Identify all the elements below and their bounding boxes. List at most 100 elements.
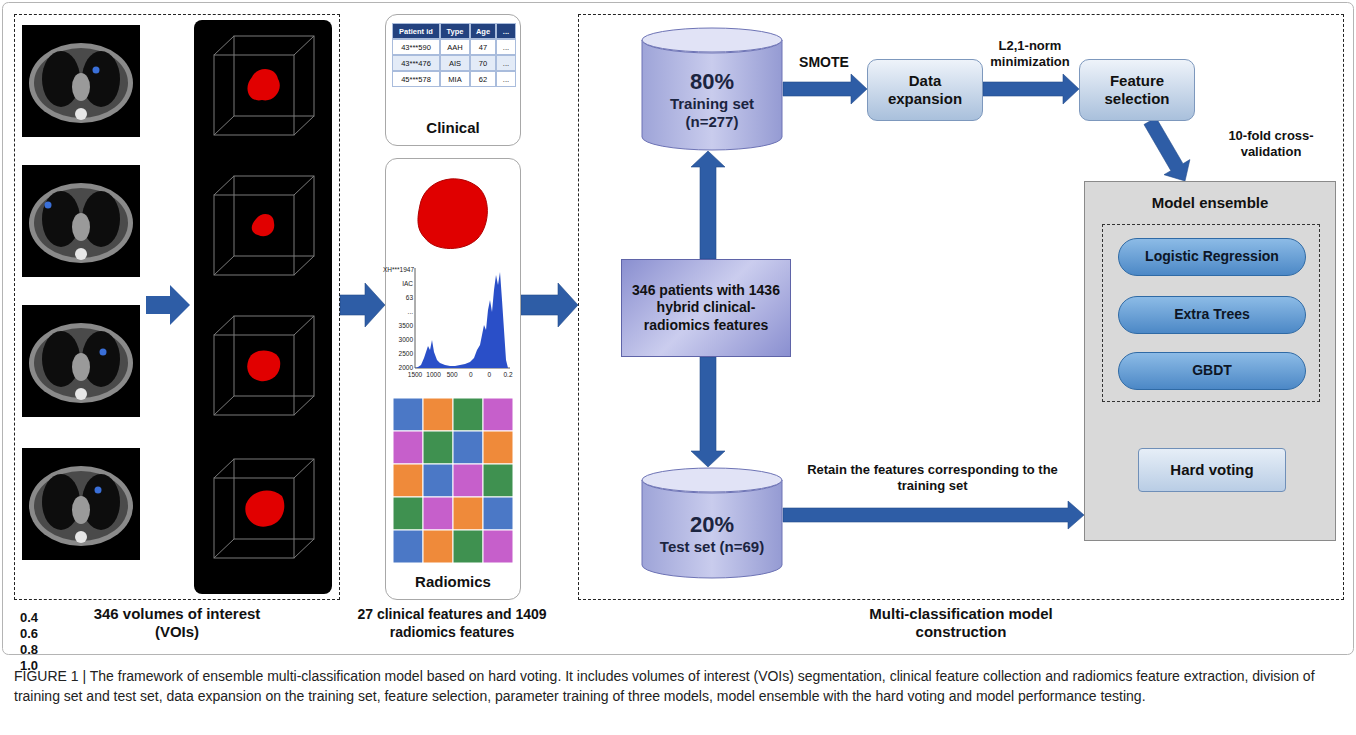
edge-label: SMOTE <box>782 54 866 72</box>
grid-cell <box>393 398 423 431</box>
table-cell: 62 <box>470 71 496 87</box>
node-text: 80% <box>690 69 734 95</box>
node-text: Hard voting <box>1170 461 1253 479</box>
process-box: Data expansion <box>867 59 983 121</box>
grid-cell <box>423 464 453 497</box>
edge-label: Retain the features corresponding to the… <box>805 462 1060 495</box>
voi-cube <box>214 316 314 415</box>
shape-feature-lesion <box>418 179 487 249</box>
grid-cell <box>453 530 483 563</box>
node-text: Data expansion <box>880 72 970 108</box>
table-cell: AAH <box>440 39 470 55</box>
note-label: 1.0 <box>20 658 38 674</box>
model-pill: Extra Trees <box>1118 296 1306 334</box>
nodule-mark <box>95 487 102 494</box>
ct-slice <box>22 305 140 417</box>
node-text: GBDT <box>1192 362 1232 380</box>
voi-lesion <box>245 490 284 526</box>
table-cell: Age <box>470 23 496 39</box>
grid-cell <box>393 497 423 530</box>
axis-tick-label: ... <box>383 308 413 316</box>
ct-slice <box>22 448 140 560</box>
node-text: Model ensemble <box>1085 182 1335 212</box>
database-cylinder: 20%Test set (n=69) <box>641 467 783 579</box>
grid-cell <box>453 497 483 530</box>
clinical-panel: ClinicalPatient idTypeAge...43***590AAH4… <box>385 14 521 146</box>
axis-tick-label: 63 <box>383 294 413 302</box>
table-cell: AIS <box>440 55 470 71</box>
model-pill: Logistic Regression <box>1118 238 1306 276</box>
model-pill: GBDT <box>1118 352 1306 390</box>
block-arrow-connector <box>1144 118 1190 182</box>
voi-lesion <box>247 69 279 100</box>
axis-tick-label: 2500 <box>383 350 413 358</box>
axis-tick-label: 0 <box>479 371 499 379</box>
dashed-region: Multi-classification model construction8… <box>578 14 1344 600</box>
grid-cell <box>483 464 513 497</box>
grid-cell <box>393 530 423 563</box>
edge-label: 10-fold cross-validation <box>1212 128 1330 161</box>
note-label: 0.8 <box>20 642 38 658</box>
axis-tick-label: 3500 <box>383 322 413 330</box>
block-arrow-connector <box>783 501 1084 529</box>
voi-cube <box>214 459 314 558</box>
axis-tick-label: IAC <box>383 280 413 288</box>
dashed-region: 346 volumes of interest (VOIs) <box>14 14 340 600</box>
axis-tick-label: XH***1947 <box>383 266 413 274</box>
voi-panel <box>194 20 332 594</box>
table-cell: ... <box>496 23 516 39</box>
cylinder-body <box>642 480 782 578</box>
figure-border <box>3 3 1354 655</box>
process-box: Hard voting <box>1138 448 1286 492</box>
table-cell: ... <box>496 39 516 55</box>
grid-cell <box>453 431 483 464</box>
note-label: 0.6 <box>20 626 38 642</box>
nodule-mark <box>100 349 107 356</box>
grid-cell <box>453 464 483 497</box>
grid-cell <box>423 431 453 464</box>
grid-cell <box>483 398 513 431</box>
process-box: 346 patients with 1436 hybrid clinical-r… <box>621 259 791 357</box>
table-cell: 43***590 <box>392 39 440 55</box>
block-arrow-connector <box>691 357 725 467</box>
data-table: Patient idTypeAge...43***590AAH47...43**… <box>392 23 516 87</box>
axis-tick-label: 0 <box>461 371 481 379</box>
histogram-axes <box>415 268 510 368</box>
voi-lesion <box>247 351 280 382</box>
node-text: Radiomics <box>386 573 520 591</box>
node-text: 20% <box>690 512 734 538</box>
node-text: Extra Trees <box>1174 306 1250 324</box>
axis-tick-label: 2000 <box>383 364 413 372</box>
table-cell: 43***476 <box>392 55 440 71</box>
grid-cell <box>483 497 513 530</box>
voi-cube <box>214 36 314 135</box>
radiomics-panel: Radiomics <box>385 158 521 600</box>
node-text: Training set (n=277) <box>657 95 767 131</box>
ct-slice <box>22 165 140 277</box>
cylinder-top <box>642 468 782 492</box>
grid-cell <box>423 530 453 563</box>
nodule-mark <box>45 202 52 209</box>
table-cell: Type <box>440 23 470 39</box>
ct-slice <box>22 25 140 137</box>
grid-cell <box>483 530 513 563</box>
voi-lesion <box>252 214 275 236</box>
section-label: 27 clinical features and 1409 radiomics … <box>352 606 552 641</box>
table-cell: 70 <box>470 55 496 71</box>
table-cell: 47 <box>470 39 496 55</box>
voi-cube <box>214 176 314 275</box>
node-text: 346 volumes of interest (VOIs) <box>77 605 277 641</box>
table-cell: ... <box>496 55 516 71</box>
grid-cell <box>483 431 513 464</box>
axis-tick-label: 0.2 <box>498 371 518 379</box>
node-text: Test set (n=69) <box>660 538 764 556</box>
node-text: Clinical <box>386 119 520 137</box>
table-cell: ... <box>496 71 516 87</box>
grid-cell <box>453 398 483 431</box>
grid-cell <box>393 431 423 464</box>
axis-tick-label: 500 <box>442 371 462 379</box>
node-text: Multi-classification model construction <box>866 605 1056 641</box>
node-text: 346 patients with 1436 hybrid clinical-r… <box>631 282 781 335</box>
group-box: Model ensembleLogistic RegressionExtra T… <box>1084 181 1336 541</box>
